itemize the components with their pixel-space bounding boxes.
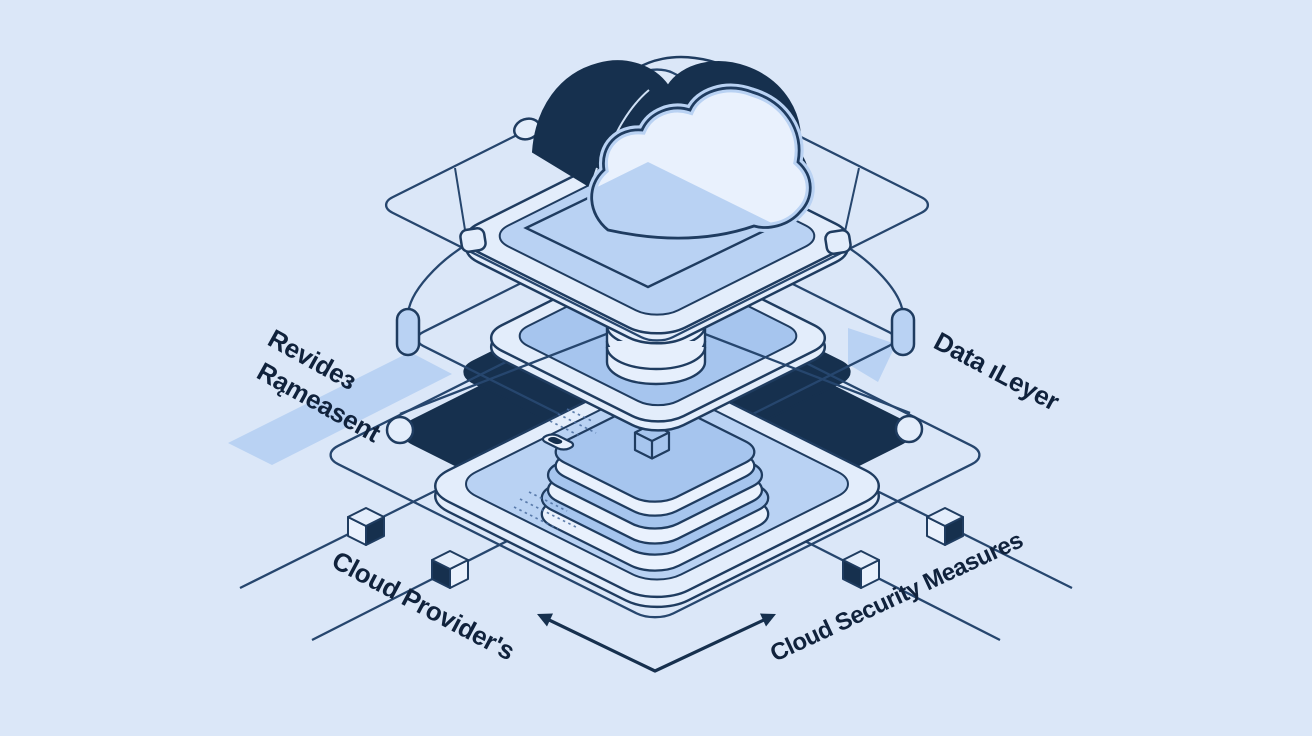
circle-node-right bbox=[894, 414, 924, 444]
pill-node-left bbox=[395, 307, 421, 357]
square-node-left bbox=[459, 227, 487, 253]
double-arrow bbox=[537, 613, 776, 673]
lower-wires bbox=[239, 287, 1073, 642]
server-slot-badge bbox=[540, 433, 577, 451]
square-node-right bbox=[824, 229, 852, 255]
cube-nodes bbox=[347, 507, 964, 589]
cube-node-outer-right bbox=[926, 507, 964, 546]
cube-node-outer-left bbox=[347, 507, 385, 546]
server-stack-icon bbox=[513, 396, 782, 578]
pill-node-right bbox=[890, 307, 916, 357]
dotted-text-marks bbox=[513, 408, 597, 530]
circle-node-left bbox=[385, 415, 415, 445]
cube-node-inner-left bbox=[431, 550, 469, 589]
cube-node-inner-right bbox=[842, 550, 880, 589]
cloud-icon bbox=[523, 55, 815, 289]
